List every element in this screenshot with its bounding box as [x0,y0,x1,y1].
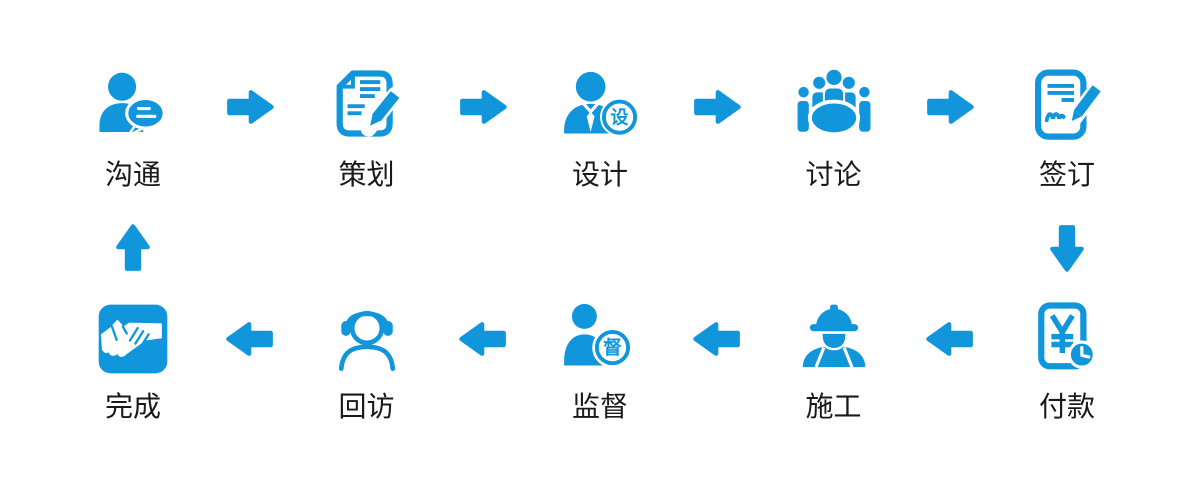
step-label: 施工 [805,390,862,423]
supervision-badge-text: 督 [603,337,622,359]
designer-badge-icon: 设 [561,68,639,146]
flow-arrow-cell [675,68,759,196]
headset-person-icon [328,300,406,378]
down-arrow-icon [1050,225,1084,272]
step-label: 设计 [571,158,628,191]
flow-arrow-cell [909,68,993,196]
spacer [675,196,759,300]
step-label: 签订 [1038,158,1095,191]
left-arrow-icon [693,322,740,356]
payment-clock-icon [1028,300,1106,378]
left-arrow-icon [926,322,974,356]
flow-arrow-cell [675,300,759,428]
spacer [442,196,526,300]
step-planning: 策划 [292,68,442,196]
flow-grid: 沟通 策划 [58,67,1142,428]
step-discussion: 讨论 [759,67,909,196]
flow-arrow-cell [992,196,1142,300]
meeting-table-icon [795,67,873,146]
flow-arrow-cell [58,196,208,300]
left-arrow-icon [459,322,507,356]
document-pencil-icon [328,68,406,146]
step-follow-up: 回访 [292,300,442,428]
spacer [759,196,909,300]
up-arrow-icon [116,224,150,271]
flow-arrow-cell [442,300,526,428]
step-label: 付款 [1038,390,1095,423]
step-supervision: 督 监督 [525,300,675,428]
spacer [292,196,442,300]
step-label: 监督 [571,390,628,423]
right-arrow-icon [460,90,507,124]
flow-arrow-cell [442,68,526,196]
flow-arrow-cell [909,300,993,428]
step-label: 回访 [338,390,395,423]
design-badge-text: 设 [611,107,629,128]
right-arrow-icon [927,90,974,124]
flow-arrow-cell [208,68,292,196]
step-payment: 付款 [992,300,1142,428]
flow-arrow-cell [208,300,292,428]
spacer [909,196,993,300]
person-chat-icon [94,68,172,146]
right-arrow-icon [693,90,741,124]
construction-worker-icon [795,300,873,378]
spacer [525,196,675,300]
step-label: 讨论 [805,158,862,191]
spacer [208,196,292,300]
right-arrow-icon [226,90,274,124]
handshake-icon [94,300,172,378]
step-label: 沟通 [104,158,161,191]
left-arrow-icon [226,322,273,356]
step-label: 策划 [338,158,395,191]
step-signing: 签订 [992,68,1142,196]
step-label: 完成 [104,390,161,423]
step-completion: 完成 [58,300,208,428]
step-communication: 沟通 [58,68,208,196]
step-construction: 施工 [759,300,909,428]
contract-sign-icon [1028,68,1106,146]
step-design: 设 设计 [525,68,675,196]
supervisor-badge-icon: 督 [561,300,639,378]
